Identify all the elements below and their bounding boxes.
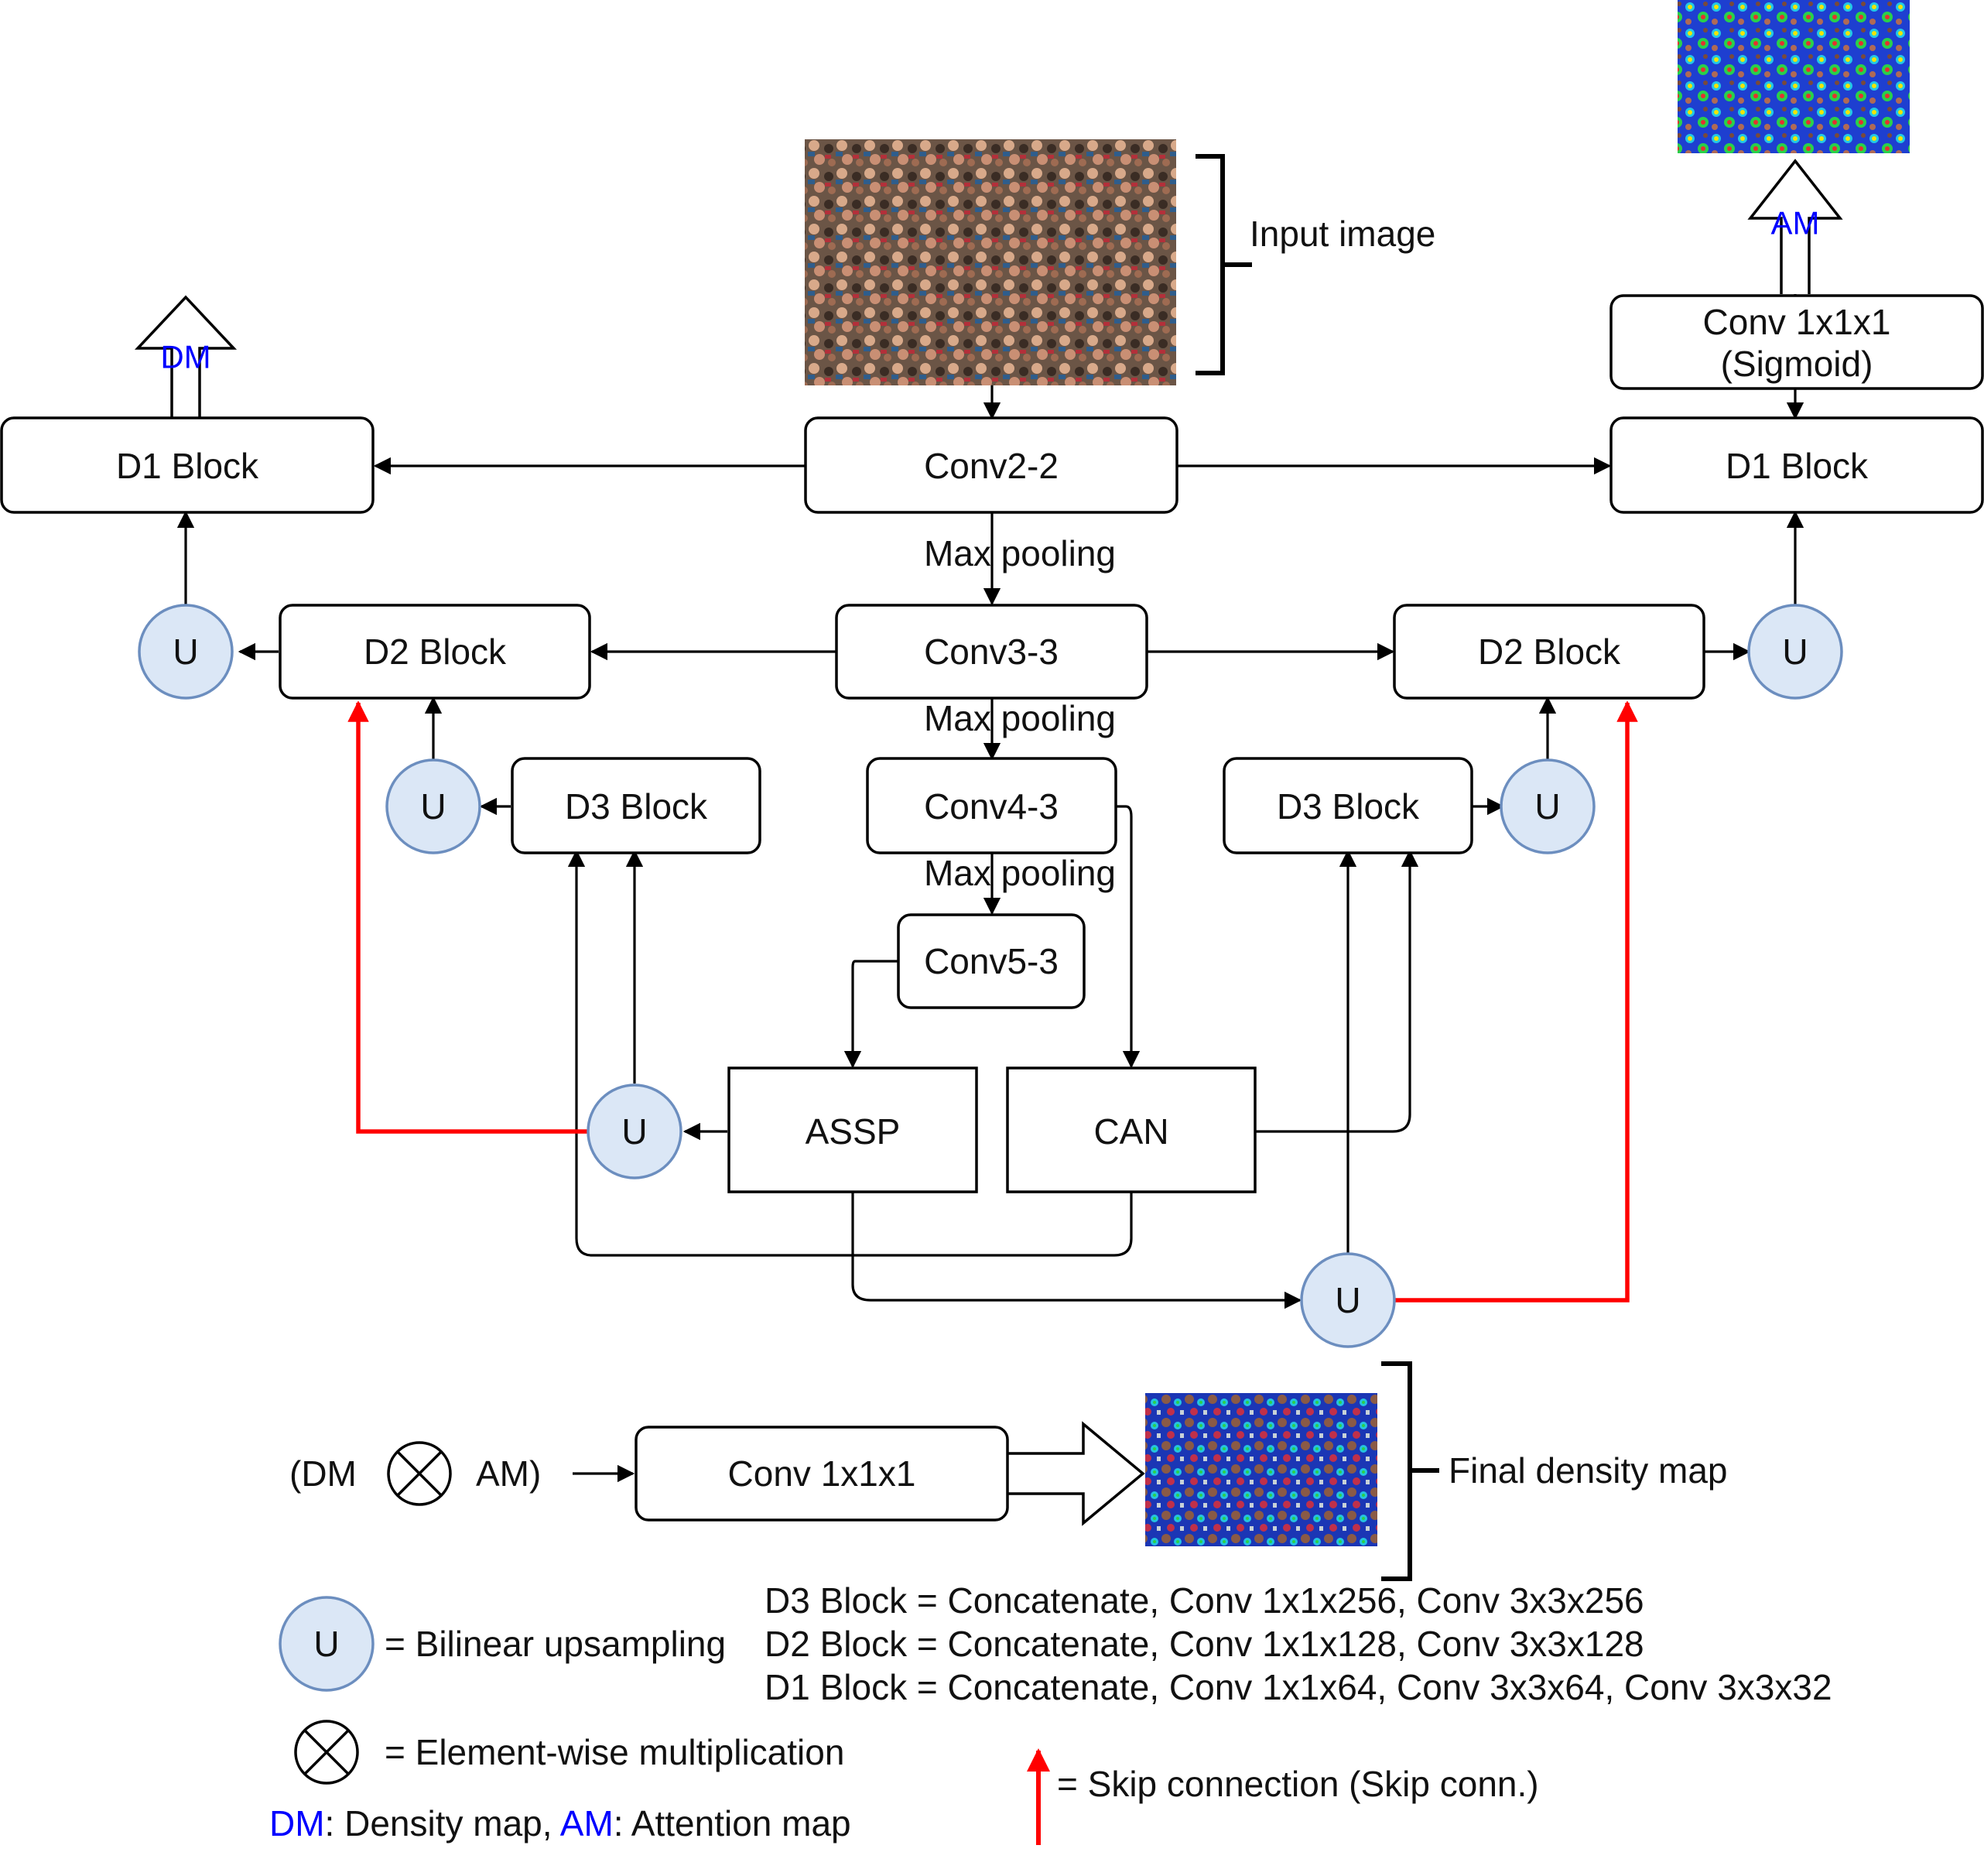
u-node-6: U: [1335, 1280, 1360, 1320]
max-pooling-label-3: Max pooling: [924, 853, 1116, 893]
legend: U = Bilinear upsampling = Element-wise m…: [269, 1580, 1832, 1845]
d1-block-left-label: D1 Block: [116, 446, 259, 486]
backbone: Conv2-2 Conv3-3 Conv4-3 Conv5-3 ASSP CAN…: [727, 416, 1257, 1193]
d2-block-right-label: D2 Block: [1478, 632, 1621, 672]
fusion-dm-open: (DM: [289, 1453, 357, 1494]
conv43-label: Conv4-3: [924, 786, 1059, 827]
conv33-label: Conv3-3: [924, 632, 1059, 672]
u-node-1: U: [173, 632, 198, 672]
legend-dm-abbr: DM: [269, 1803, 325, 1843]
upsampling-nodes: U U U U U U: [138, 604, 1843, 1348]
legend-am-desc: : Attention map: [614, 1803, 851, 1843]
legend-skip-desc: = Skip connection (Skip conn.): [1057, 1764, 1539, 1804]
attention-decoder: D1 Block Conv 1x1x1 (Sigmoid) D2 Block D…: [1223, 294, 1984, 854]
legend-d3-def: D3 Block = Concatenate, Conv 1x1x256, Co…: [765, 1580, 1644, 1621]
legend-dm-desc: : Density map,: [325, 1803, 560, 1843]
legend-d1-def: D1 Block = Concatenate, Conv 1x1x64, Con…: [765, 1667, 1832, 1707]
input-image-bracket: [1196, 154, 1252, 375]
d3-block-left-label: D3 Block: [565, 786, 708, 827]
assp-label: ASSP: [806, 1111, 901, 1152]
attention-map-image: [1678, 0, 1910, 153]
sigmoid-conv-label: Conv 1x1x1: [1703, 302, 1891, 342]
d3-block-right-label: D3 Block: [1277, 786, 1420, 827]
legend-u-desc: = Bilinear upsampling: [385, 1624, 726, 1664]
final-density-map-image: [1145, 1393, 1377, 1546]
fusion-output-arrow: [1007, 1421, 1145, 1526]
input-crowd-image: [805, 139, 1176, 385]
legend-abbreviations: DM: Density map, AM: Attention map: [269, 1803, 851, 1843]
edges: [176, 294, 1804, 1483]
u-node-2: U: [420, 786, 446, 827]
density-decoder: D1 Block D2 Block D3 Block: [0, 416, 761, 854]
am-output-arrow: [1747, 159, 1843, 294]
max-pooling-label-1: Max pooling: [924, 533, 1116, 573]
u-node-4: U: [1782, 632, 1808, 672]
fusion-row: (DM AM) Conv 1x1x1: [289, 1426, 1009, 1522]
d2-block-left-label: D2 Block: [364, 632, 507, 672]
dm-output-arrow: [134, 295, 238, 418]
legend-mult-desc: = Element-wise multiplication: [385, 1732, 844, 1772]
fusion-am-close: AM): [476, 1453, 541, 1494]
conv53-label: Conv5-3: [924, 941, 1059, 981]
can-label: CAN: [1093, 1111, 1168, 1152]
d1-block-right-label: D1 Block: [1726, 446, 1869, 486]
dm-output-label: DM: [160, 339, 210, 375]
legend-d2-def: D2 Block = Concatenate, Conv 1x1x128, Co…: [765, 1624, 1644, 1664]
input-image-label: Input image: [1250, 214, 1435, 254]
max-pooling-label-2: Max pooling: [924, 698, 1116, 738]
final-density-map-label: Final density map: [1449, 1450, 1728, 1491]
legend-u-symbol: U: [313, 1624, 339, 1664]
u-node-5: U: [1534, 786, 1560, 827]
am-output-label: AM: [1771, 205, 1820, 241]
fusion-conv-label: Conv 1x1x1: [728, 1453, 916, 1494]
skip-connection-right: [1394, 700, 1638, 1303]
final-map-bracket: [1381, 1361, 1439, 1581]
legend-am-abbr: AM: [560, 1803, 614, 1843]
u-node-3: U: [621, 1111, 647, 1152]
skip-connection-left: [347, 700, 590, 1134]
sigmoid-label: (Sigmoid): [1721, 344, 1873, 384]
conv22-label: Conv2-2: [924, 446, 1059, 486]
